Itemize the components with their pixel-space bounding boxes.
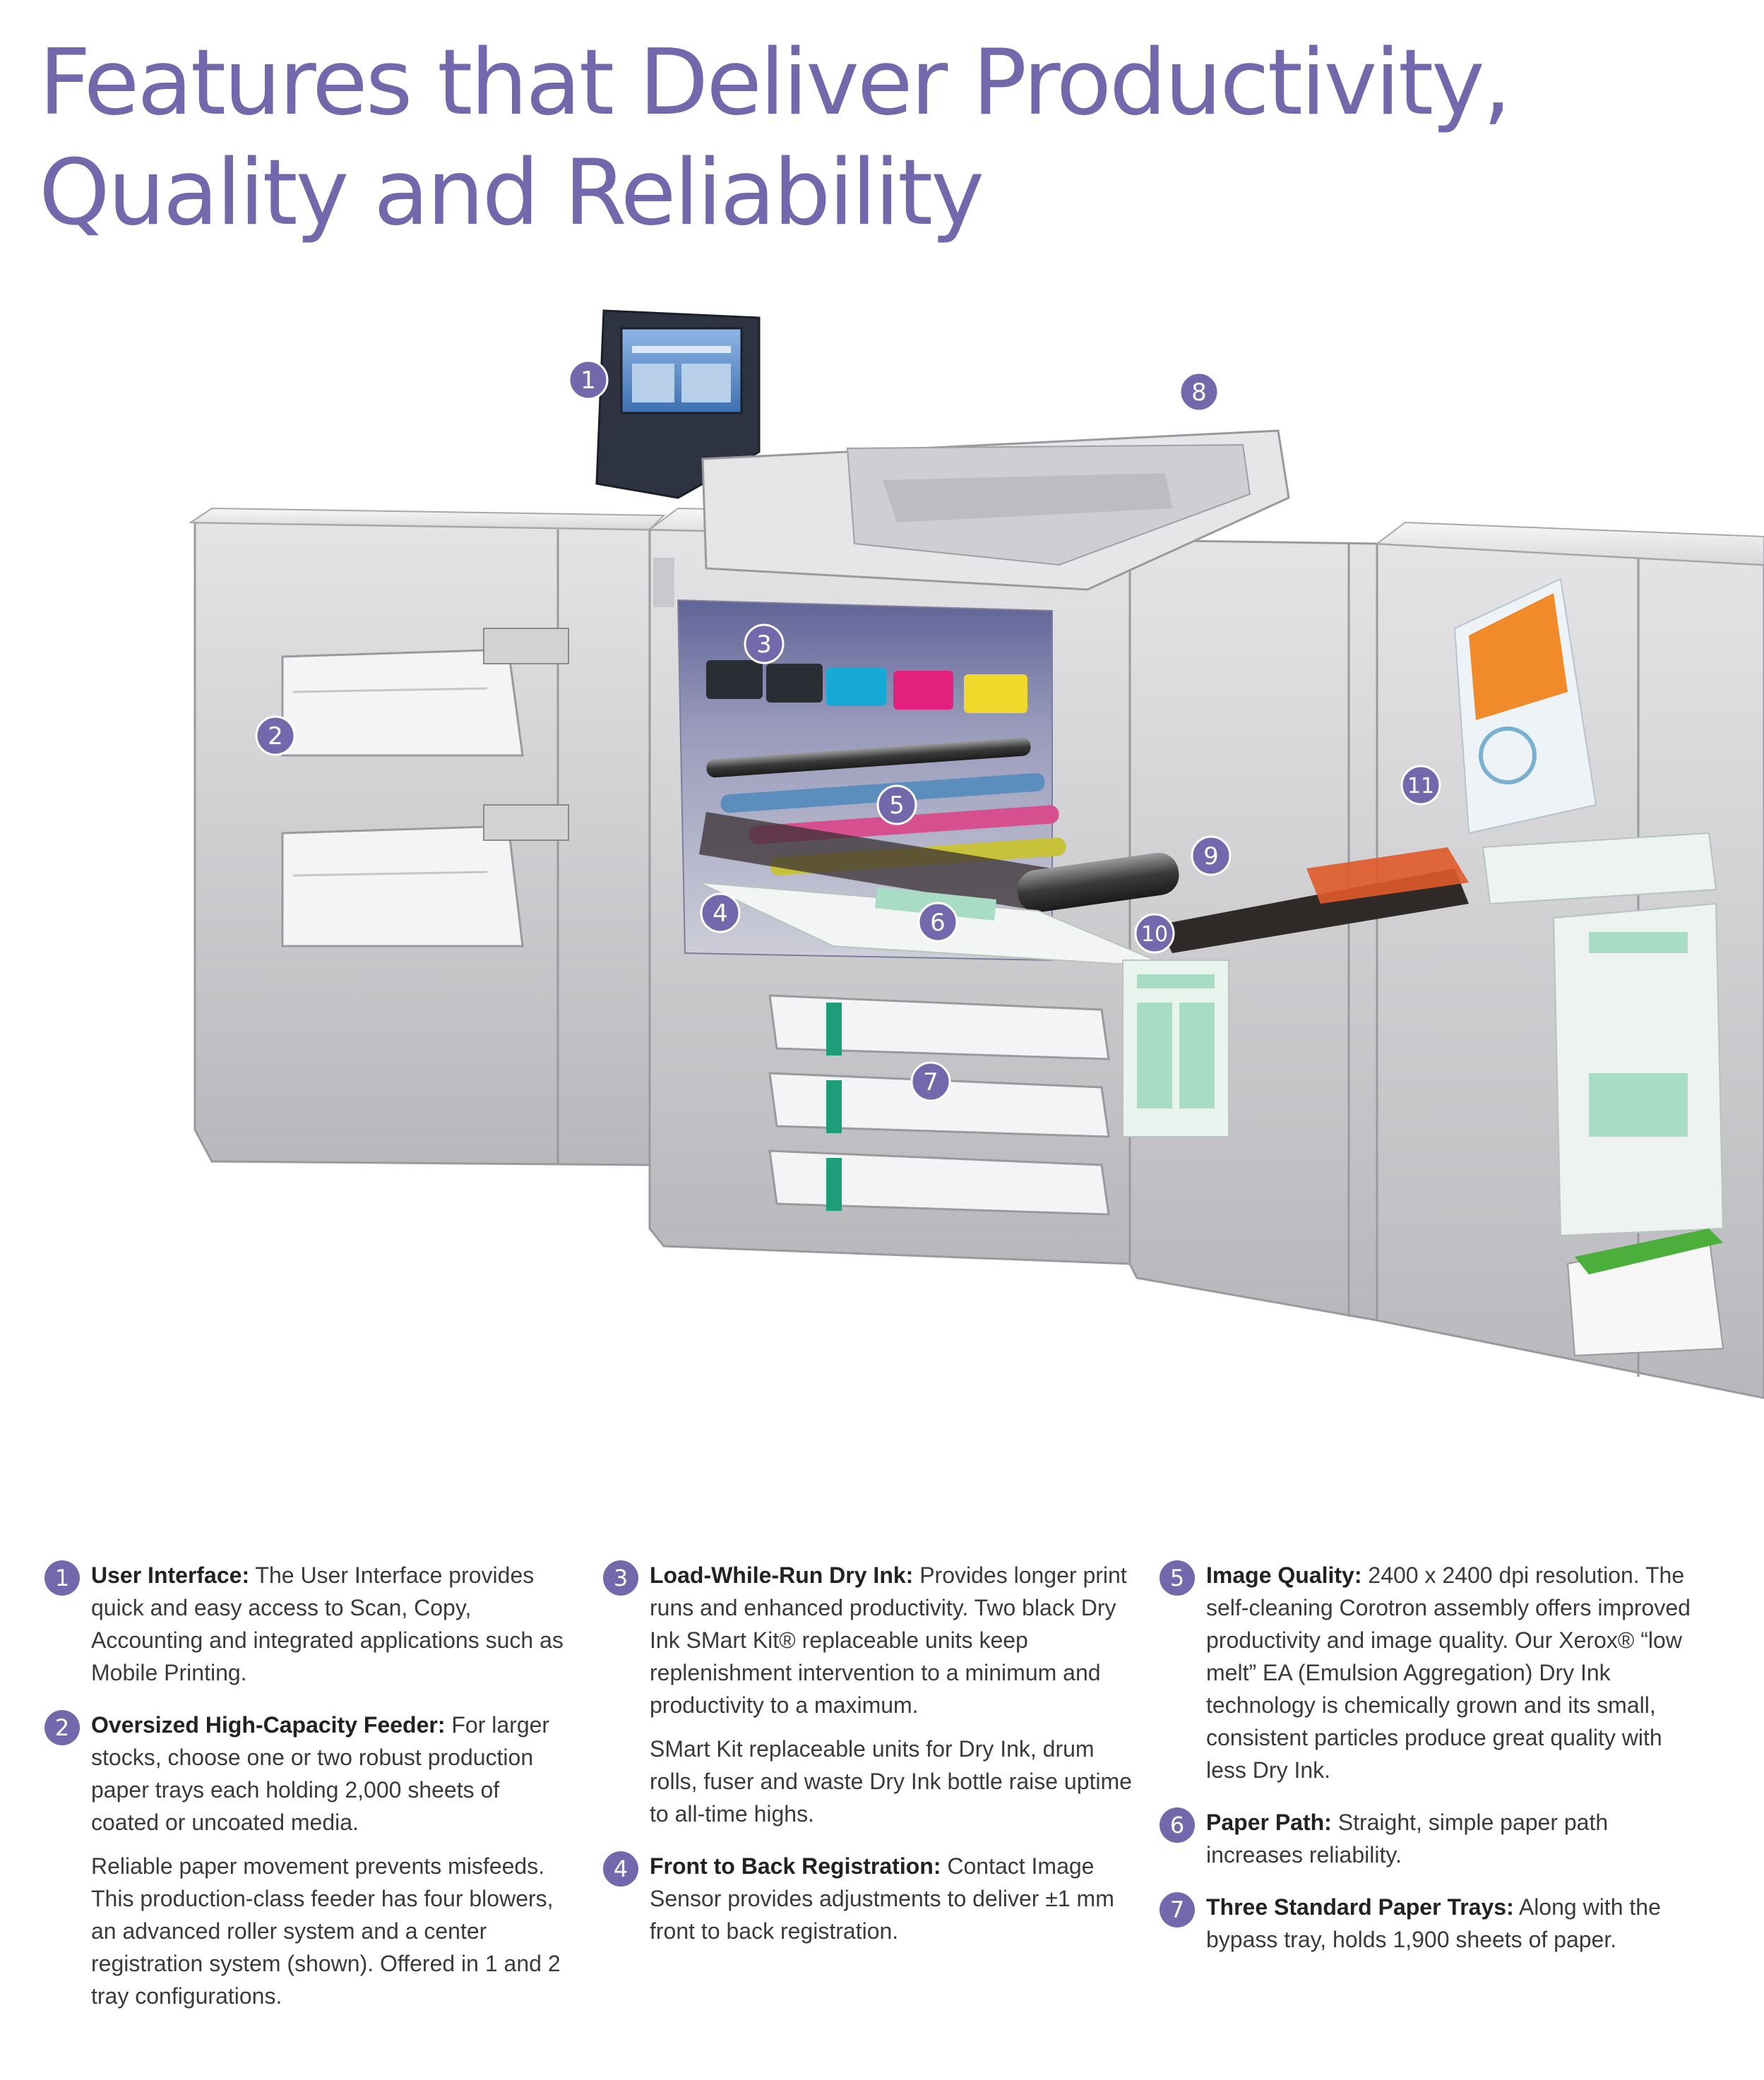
feature-text: Straight, simple paper path increases re…	[1206, 1810, 1609, 1867]
feature-image-quality: 5 Image Quality: 2400 x 2400 dpi resolut…	[1155, 1559, 1706, 1786]
feature-text: Reliable paper movement prevents misfeed…	[91, 1853, 561, 2009]
feature-text: Provides longer print runs and enhanced …	[650, 1562, 1127, 1718]
feature-dry-ink: 3 Load-While-Run Dry Ink: Provides longe…	[599, 1559, 1136, 1830]
feature-text: 2400 x 2400 dpi resolution. The self-cle…	[1206, 1562, 1691, 1783]
feature-column-2: 3 Load-While-Run Dry Ink: Provides longe…	[599, 1559, 1136, 1967]
feature-number-badge: 2	[44, 1710, 80, 1745]
feature-text: Contact Image Sensor provides adjustment…	[650, 1853, 1114, 1944]
feature-registration: 4 Front to Back Registration: Contact Im…	[599, 1850, 1136, 1947]
page-headline: Features that Deliver Productivity, Qual…	[39, 28, 1511, 249]
feature-title: Load-While-Run Dry Ink:	[650, 1562, 914, 1588]
callout-10: 10	[1134, 913, 1175, 954]
feature-paper-path: 6 Paper Path: Straight, simple paper pat…	[1155, 1806, 1706, 1871]
print-engine-cutaway	[677, 599, 1179, 968]
feature-column-3: 5 Image Quality: 2400 x 2400 dpi resolut…	[1155, 1559, 1706, 1976]
feature-user-interface: 1 User Interface: The User Interface pro…	[40, 1559, 570, 1689]
headline-line-2: Quality and Reliability	[39, 141, 984, 246]
svg-text:5: 5	[889, 791, 905, 820]
feature-text: SMart Kit replaceable units for Dry Ink,…	[650, 1736, 1132, 1827]
callout-1: 1	[568, 359, 609, 400]
feature-number-badge: 5	[1160, 1560, 1195, 1596]
callout-5: 5	[876, 784, 917, 825]
feature-text: The User Interface provides quick and ea…	[91, 1562, 564, 1685]
svg-text:3: 3	[756, 630, 772, 659]
output-paper-path	[1158, 578, 1724, 1357]
feature-paper-trays: 7 Three Standard Paper Trays: Along with…	[1155, 1891, 1706, 1956]
callout-4: 4	[700, 892, 741, 933]
svg-text:4: 4	[713, 899, 728, 928]
feature-number-badge: 7	[1160, 1892, 1195, 1927]
feature-title: Front to Back Registration:	[650, 1853, 941, 1879]
callout-6: 6	[917, 902, 958, 943]
svg-text:8: 8	[1191, 378, 1207, 407]
callout-2: 2	[255, 715, 296, 756]
callout-7: 7	[910, 1061, 951, 1102]
svg-text:2: 2	[268, 722, 283, 751]
feature-title: Image Quality:	[1206, 1562, 1362, 1588]
standard-paper-trays	[768, 960, 1229, 1216]
printer-cutaway-illustration: 1 2 3 4 5 6 7 8	[188, 309, 1764, 1399]
svg-text:10: 10	[1141, 922, 1168, 947]
feature-descriptions: 1 User Interface: The User Interface pro…	[0, 1559, 1764, 2039]
callout-9: 9	[1191, 835, 1232, 876]
svg-text:1: 1	[580, 366, 596, 395]
feature-title: Paper Path:	[1206, 1810, 1332, 1835]
svg-text:7: 7	[923, 1068, 938, 1096]
svg-text:11: 11	[1407, 774, 1434, 799]
feature-column-1: 1 User Interface: The User Interface pro…	[40, 1559, 570, 2032]
feature-number-badge: 4	[603, 1851, 638, 1887]
feature-text: For larger stocks, choose one or two rob…	[91, 1712, 550, 1835]
feature-title: User Interface:	[91, 1562, 250, 1588]
callout-11: 11	[1400, 765, 1441, 806]
feature-number-badge: 3	[603, 1560, 638, 1596]
feature-number-badge: 1	[44, 1560, 80, 1596]
feature-title: Three Standard Paper Trays:	[1206, 1894, 1514, 1920]
feature-number-badge: 6	[1160, 1807, 1195, 1843]
document-feeder	[701, 429, 1290, 591]
svg-text:9: 9	[1203, 842, 1219, 871]
callout-8: 8	[1179, 371, 1220, 412]
feeder-trays	[281, 628, 569, 948]
feature-text: Along with the bypass tray, holds 1,900 …	[1206, 1894, 1661, 1952]
user-interface-panel	[595, 309, 761, 607]
feature-title: Oversized High-Capacity Feeder:	[91, 1712, 446, 1738]
callout-3: 3	[744, 623, 785, 664]
callout-markers: 1 2 3 4 5 6 7 8	[255, 359, 1441, 1102]
headline-line-1: Features that Deliver Productivity,	[39, 30, 1511, 136]
feature-high-capacity-feeder: 2 Oversized High-Capacity Feeder: For la…	[40, 1709, 570, 2012]
svg-text:6: 6	[930, 909, 946, 937]
